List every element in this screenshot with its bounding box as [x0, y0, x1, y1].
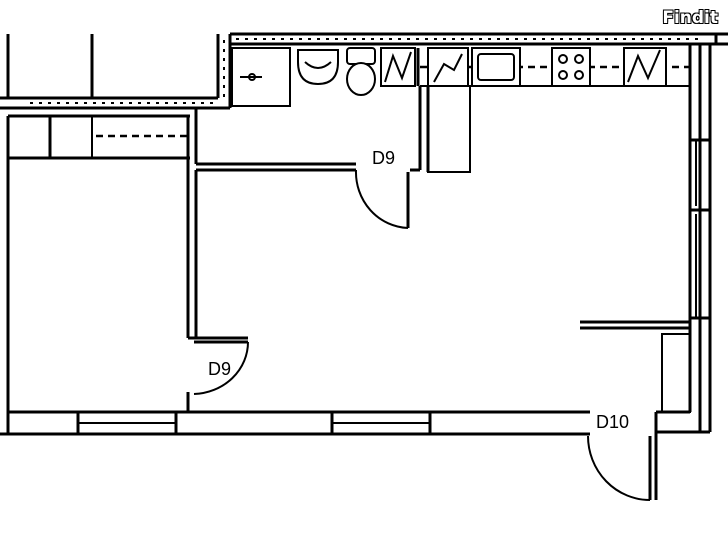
water-heater-icon [380, 47, 416, 87]
door-d10-entrance [587, 435, 652, 501]
bathroom-walls [194, 85, 471, 173]
door-label-d9-left: D9 [208, 359, 231, 379]
oven-icon [623, 47, 667, 87]
neighbor-room-top-left [0, 34, 232, 110]
right-exterior-wall [656, 44, 712, 434]
toilet-icon [346, 47, 376, 96]
washbasin-icon [297, 49, 339, 86]
fridge-icon [427, 47, 469, 87]
fixtures-row [231, 47, 690, 107]
left-room-walls [6, 114, 248, 434]
findit-logo: Findit [662, 8, 718, 28]
stove-icon [551, 47, 591, 87]
door-d9-bathroom [354, 169, 410, 229]
top-exterior-wall [230, 32, 728, 46]
door-d9-left [193, 340, 249, 395]
door-label-d10: D10 [596, 412, 629, 432]
hall-closet [580, 320, 691, 500]
door-label-d9-bathroom: D9 [372, 148, 395, 168]
kitchen-sink-icon [471, 47, 521, 87]
bottom-exterior-wall [0, 410, 590, 436]
